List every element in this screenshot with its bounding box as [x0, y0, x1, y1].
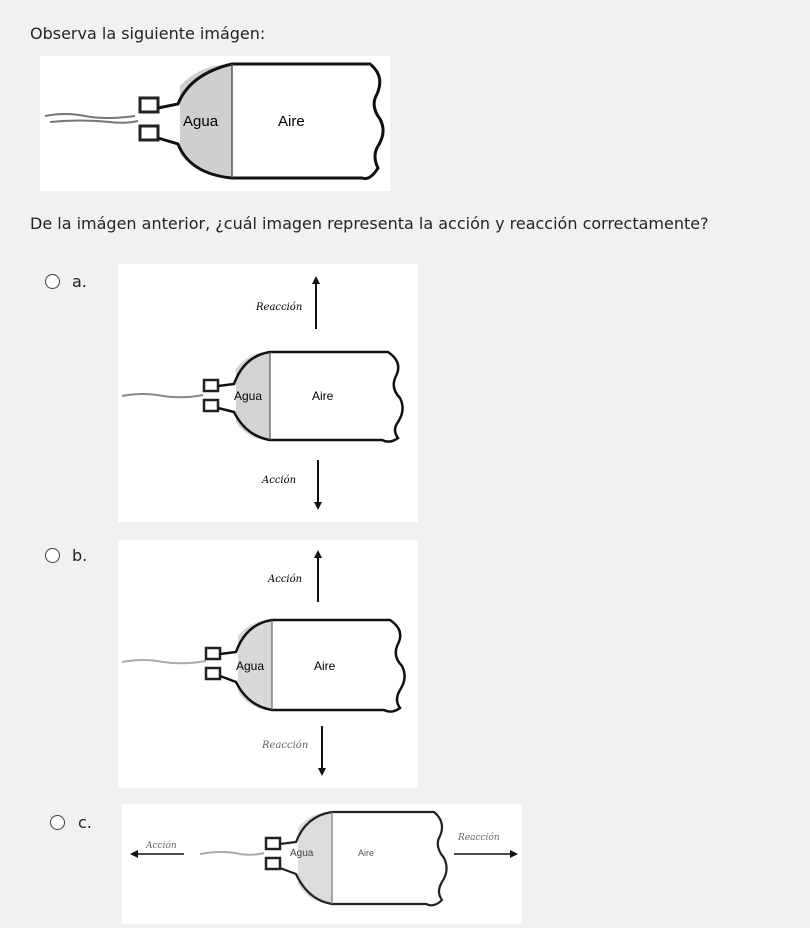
- option-a-radio[interactable]: [45, 274, 60, 289]
- option-c-left-arrowhead: [130, 850, 138, 858]
- option-b-figure[interactable]: Acción Agua Aire Reacción: [118, 540, 418, 788]
- option-b-nozzle-bottom: [204, 666, 222, 681]
- nozzle-top: [138, 96, 160, 114]
- option-a-nozzle-top: [202, 378, 220, 393]
- bottle-diagram: Agua Aire: [44, 62, 385, 180]
- option-a-figure[interactable]: Reacción Agua Aire Acción: [118, 264, 418, 522]
- nozzle-bottom: [138, 124, 160, 142]
- option-c-radio[interactable]: [50, 815, 65, 830]
- option-a-letter: a.: [72, 272, 87, 291]
- option-b-diagram: Acción Agua Aire Reacción: [121, 550, 406, 776]
- option-c-nozzle-bottom: [264, 856, 282, 871]
- option-b-letter: b.: [72, 546, 88, 565]
- water-spray: [44, 113, 139, 124]
- option-a-water-label: Agua: [234, 389, 262, 403]
- option-a-top-label: Reacción: [255, 302, 302, 313]
- air-label: Aire: [278, 113, 305, 130]
- option-a-water: [236, 352, 270, 440]
- option-b-water-label: Agua: [236, 659, 264, 673]
- option-c-right-label: Reacción: [457, 832, 500, 843]
- option-b-up-arrowhead: [314, 550, 322, 558]
- option-c-diagram: Acción Agua Aire Reacción: [130, 810, 518, 907]
- option-b-bottom-label: Reacción: [261, 740, 308, 751]
- option-c-figure[interactable]: Acción Agua Aire Reacción: [122, 804, 522, 924]
- option-b-radio[interactable]: [45, 548, 60, 563]
- option-a-down-arrowhead: [314, 502, 322, 510]
- prompt-text: Observa la siguiente imágen:: [30, 24, 266, 43]
- option-c-water-label: Agua: [290, 848, 314, 859]
- option-b-spray: [121, 659, 207, 665]
- question-text: De la imágen anterior, ¿cuál imagen repr…: [30, 214, 709, 233]
- option-a-spray: [121, 393, 204, 399]
- option-b-down-arrowhead: [318, 768, 326, 776]
- option-a-up-arrowhead: [312, 276, 320, 284]
- option-c-spray: [199, 851, 265, 856]
- option-c-water: [298, 812, 332, 904]
- option-b-bottle: [219, 618, 406, 713]
- option-b-nozzle-top: [204, 646, 222, 661]
- option-c-left-label: Acción: [145, 840, 177, 851]
- option-a-bottle: [217, 350, 404, 443]
- option-a-nozzle-bottom: [202, 398, 220, 413]
- option-a-air-label: Aire: [312, 389, 334, 403]
- option-c-letter: c.: [78, 813, 92, 832]
- option-b-water: [238, 620, 272, 710]
- bottle-outline: [157, 62, 385, 180]
- option-c-bottle: [279, 810, 448, 907]
- option-c-right-arrowhead: [510, 850, 518, 858]
- option-b-air-label: Aire: [314, 659, 336, 673]
- option-c-nozzle-top: [264, 836, 282, 851]
- option-b-top-label: Acción: [267, 574, 302, 585]
- water-label: Agua: [183, 113, 219, 130]
- option-c-air-label: Aire: [358, 848, 374, 858]
- option-a-diagram: Reacción Agua Aire Acción: [121, 276, 404, 510]
- option-a-bottom-label: Acción: [261, 475, 296, 486]
- water-fill: [180, 64, 232, 178]
- main-figure: Agua Aire: [40, 56, 390, 191]
